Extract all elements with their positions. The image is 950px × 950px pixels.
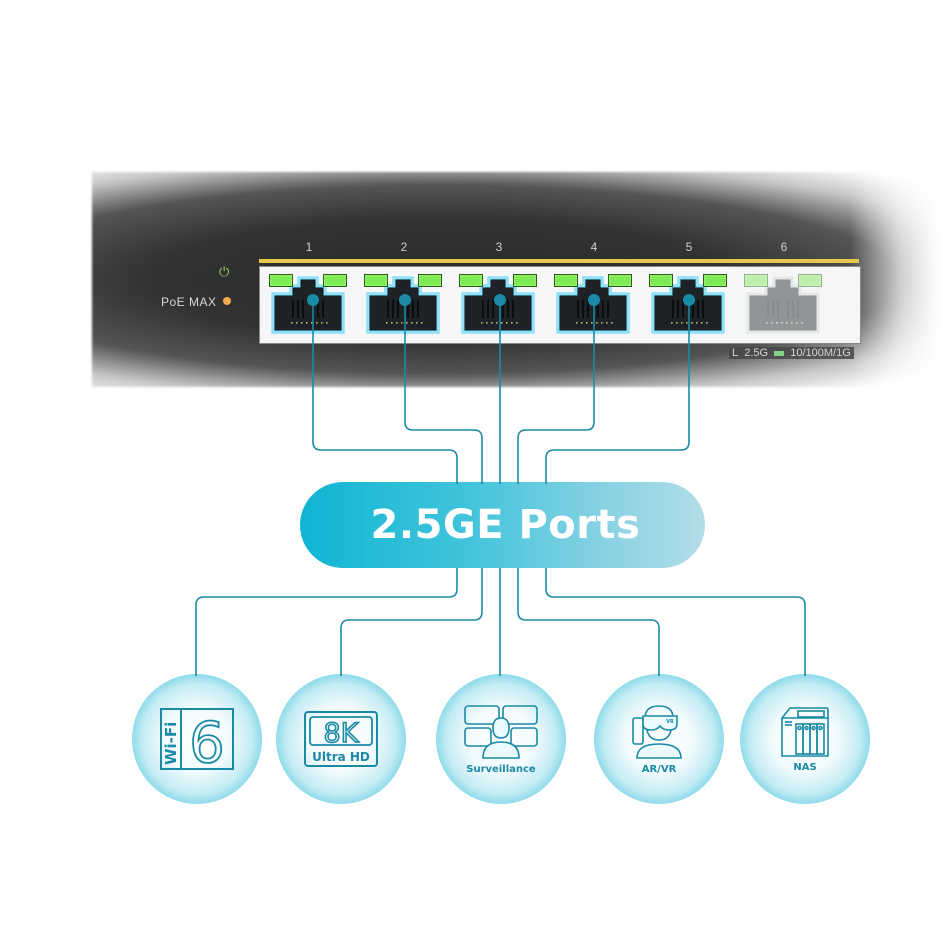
port-led-speed — [323, 274, 347, 287]
port-led-speed — [703, 274, 727, 287]
legend-speed: 2.5G — [744, 347, 769, 359]
port-number-2: 2 — [400, 240, 408, 254]
port-number-4: 4 — [590, 240, 598, 254]
connector-device-arvr — [517, 568, 660, 676]
port-led-speed — [418, 274, 442, 287]
switch-fade-overlay — [850, 160, 950, 400]
nas-caption: NAS — [793, 761, 817, 773]
port-led-speed — [798, 274, 822, 287]
port-led-speed — [608, 274, 632, 287]
vr-badge: VR — [666, 719, 674, 725]
port-number-5: 5 — [685, 240, 693, 254]
port-led-link — [744, 274, 768, 287]
legend-led — [774, 350, 785, 356]
ethernet-port-1 — [263, 268, 353, 338]
power-icon: ⏻ — [219, 264, 230, 279]
ethernet-port-4 — [548, 268, 638, 338]
connector-device-wifi6 — [195, 568, 458, 676]
hub-label: 2.5GE Ports — [370, 502, 641, 548]
legend-suffix: 10/100M/1G — [790, 347, 851, 359]
surveillance-caption: Surveillance — [466, 763, 536, 775]
ethernet-port-3 — [453, 268, 543, 338]
poe-max-label: PoE MAX — [161, 295, 217, 309]
ethernet-port-5 — [643, 268, 733, 338]
8k-ultra-hd-icon: 8K Ultra HD — [304, 711, 378, 767]
ethernet-port-6 — [738, 268, 828, 338]
device-nas: NAS — [740, 674, 870, 804]
port-led-link — [554, 274, 578, 287]
wifi6-icon: Wi-Fi 6 — [160, 708, 234, 777]
nas-icon — [781, 706, 829, 757]
wifi-six: 6 — [189, 711, 225, 776]
poe-max-led — [223, 297, 231, 305]
port-number-3: 3 — [495, 240, 503, 254]
device-surveillance: Surveillance — [436, 674, 566, 804]
device-8k: 8K Ultra HD — [276, 674, 406, 804]
connector-device-nas — [545, 568, 806, 676]
port-led-link — [364, 274, 388, 287]
ethernet-port-2 — [358, 268, 448, 338]
arvr-caption: AR/VR — [641, 763, 677, 775]
8k-text: 8K — [324, 718, 360, 749]
poe-strip — [259, 259, 859, 263]
port-number-1: 1 — [305, 240, 313, 254]
port-led-link — [649, 274, 673, 287]
hub-pill: 2.5GE Ports — [300, 482, 705, 568]
port-led-link — [269, 274, 293, 287]
port-legend: L 2.5G 10/100M/1G — [729, 347, 854, 359]
legend-prefix: L — [732, 347, 739, 359]
rj45-jack-icon — [744, 274, 822, 334]
port-led-speed — [513, 274, 537, 287]
network-switch: ⏻ PoE MAX 1 2 3 4 5 6 L 2.5G 10/100M/1G — [0, 0, 950, 400]
ultra-hd-text: Ultra HD — [312, 750, 370, 764]
wifi-text: Wi-Fi — [162, 722, 180, 765]
device-wifi6: Wi-Fi 6 — [132, 674, 262, 804]
port-number-6: 6 — [780, 240, 788, 254]
device-arvr: VR AR/VR — [594, 674, 724, 804]
vr-headset-icon: VR — [632, 704, 682, 759]
connector-device-8k — [340, 568, 483, 676]
surveillance-icon — [464, 704, 538, 759]
port-led-link — [459, 274, 483, 287]
